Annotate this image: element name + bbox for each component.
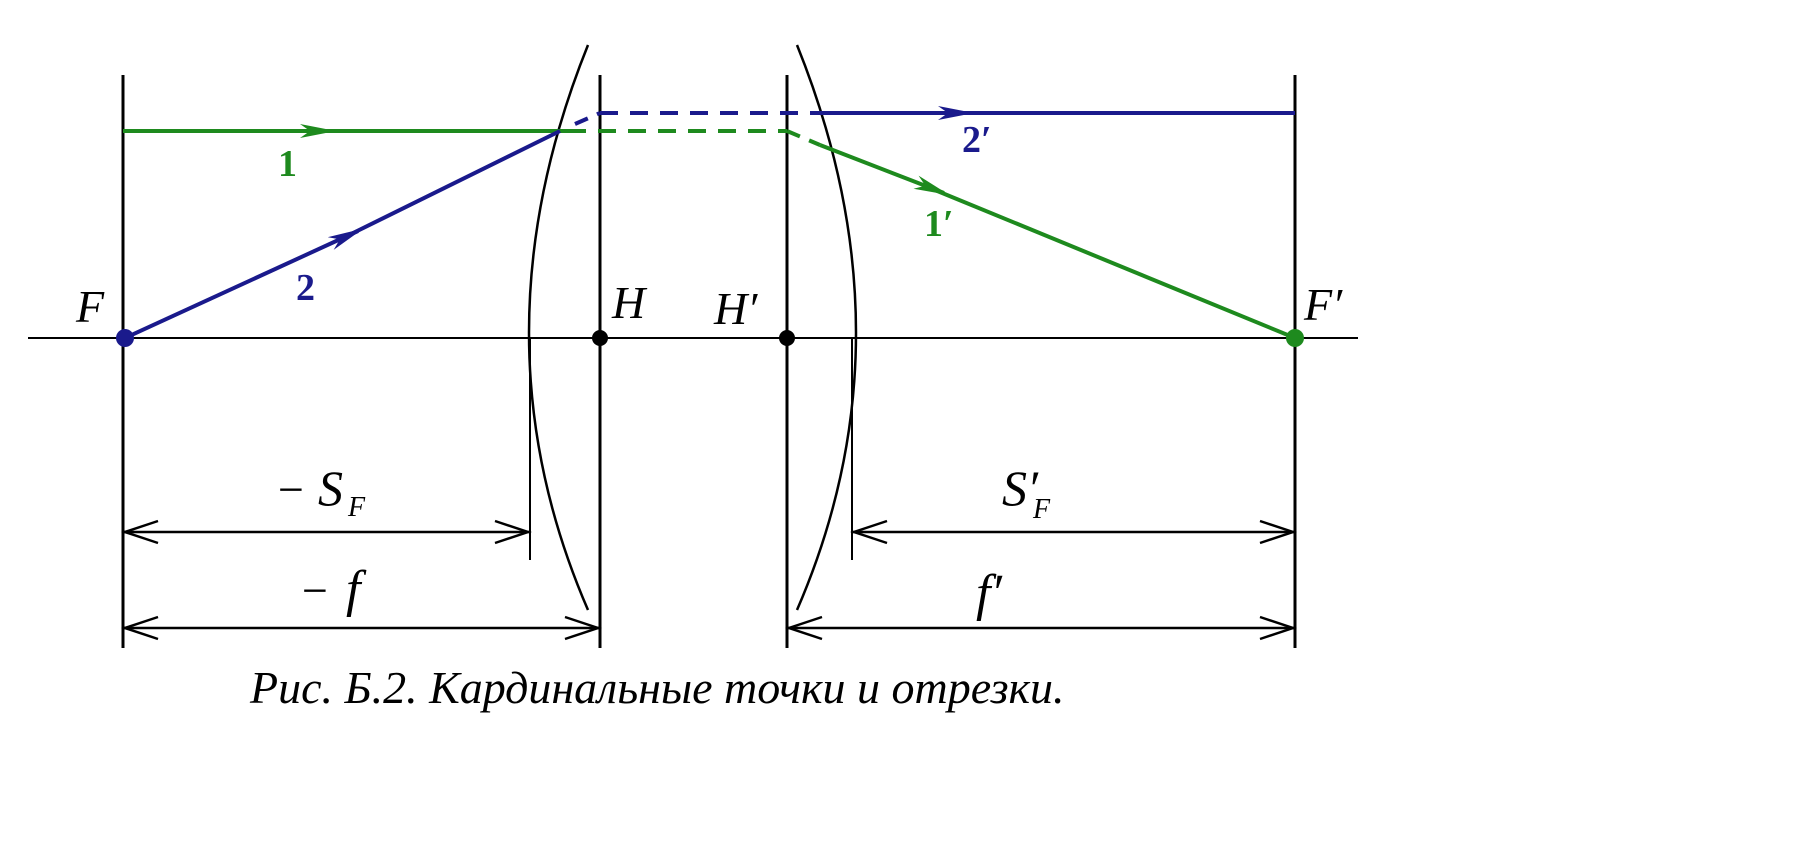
figure-caption: Рис. Б.2. Кардинальные точки и отрезки. bbox=[249, 662, 1065, 713]
dim-minus-sf-minus: − bbox=[278, 464, 304, 515]
ray-2-internal-bend bbox=[574, 111, 601, 126]
ray-2-incident bbox=[344, 129, 561, 239]
lens-front-surface bbox=[527, 44, 590, 611]
label-ray-1-prime: 1′ bbox=[924, 203, 954, 245]
label-ray-2: 2 bbox=[296, 267, 315, 309]
label-F: F bbox=[75, 281, 105, 332]
focus-F-prime-dot bbox=[1286, 329, 1304, 347]
label-F-prime: F′ bbox=[1303, 279, 1343, 330]
dim-sf-prime-arrow-left bbox=[850, 519, 888, 545]
label-ray-2-prime: 2′ bbox=[962, 119, 992, 161]
ray-1-emergent-arrow bbox=[819, 143, 950, 196]
dim-f-prime-symbol: f′ bbox=[976, 565, 1003, 622]
dim-minus-sf-subscript: F bbox=[347, 492, 366, 523]
dim-minus-sf-arrow-right bbox=[494, 519, 532, 545]
focus-F-dot bbox=[116, 329, 134, 347]
ray-2-incident-arrow bbox=[124, 228, 364, 340]
ray-1-internal-bend bbox=[786, 129, 821, 147]
dim-minus-f-arrow-right bbox=[564, 615, 602, 641]
dim-f-prime-arrow-right bbox=[1259, 615, 1297, 641]
principal-point-H-prime-dot bbox=[779, 330, 795, 346]
dim-sf-prime-arrow-right bbox=[1259, 519, 1297, 545]
ray-1-emergent bbox=[929, 186, 1296, 340]
label-ray-1: 1 bbox=[278, 143, 297, 185]
lens-back-surface bbox=[795, 44, 858, 611]
dim-minus-f-arrow-left bbox=[121, 615, 159, 641]
dim-minus-sf-symbol: S bbox=[318, 460, 343, 516]
dim-f-prime-arrow-left bbox=[785, 615, 823, 641]
dim-minus-f-minus: − bbox=[302, 565, 328, 616]
dim-minus-sf-arrow-left bbox=[121, 519, 159, 545]
label-H: H bbox=[611, 277, 648, 328]
dim-sf-prime-subscript: F bbox=[1032, 494, 1051, 525]
dim-sf-prime-symbol: S′ bbox=[1002, 460, 1039, 516]
label-H-prime: H′ bbox=[713, 283, 758, 334]
dim-minus-f-symbol: f bbox=[346, 561, 367, 618]
principal-point-H-dot bbox=[592, 330, 608, 346]
